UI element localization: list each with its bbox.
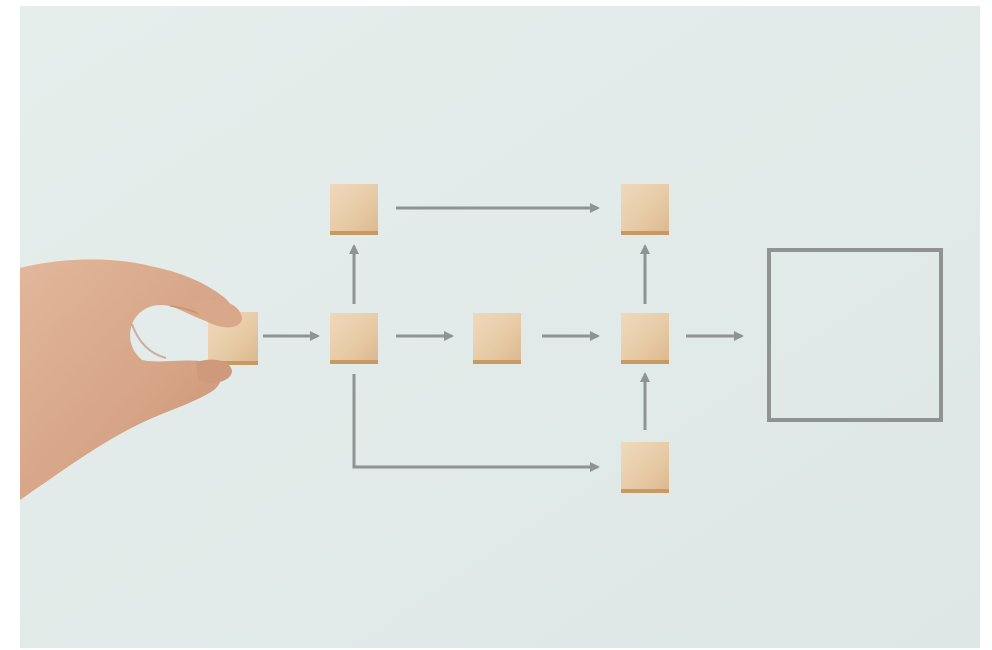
- wooden-block: [621, 184, 669, 235]
- wooden-block: [621, 313, 669, 364]
- wooden-block: [330, 184, 378, 235]
- index-finger: [196, 359, 232, 383]
- flow-arrows: [263, 203, 744, 472]
- arrow-elbow-icon: [352, 374, 600, 472]
- wooden-block: [330, 313, 378, 364]
- wooden-block: [621, 442, 669, 493]
- empty-target-square: [767, 248, 943, 422]
- flowchart-scene: [20, 6, 980, 648]
- flowchart-photo: [20, 6, 980, 648]
- hand: [20, 259, 233, 500]
- wooden-block: [473, 313, 521, 364]
- thumb: [194, 299, 242, 328]
- wooden-blocks: [330, 184, 669, 493]
- hand-holding-block: [20, 259, 258, 500]
